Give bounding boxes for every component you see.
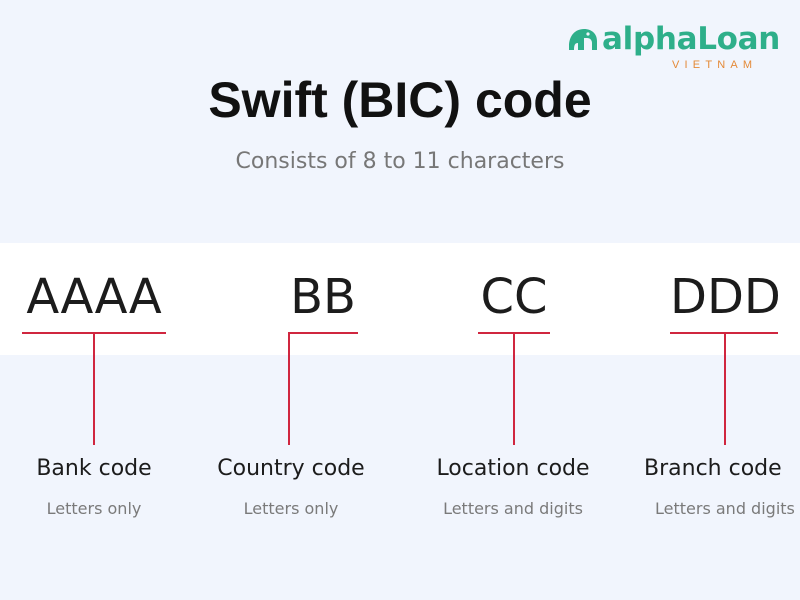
segment-label-country: Country code bbox=[217, 456, 365, 481]
segment-desc-country: Letters only bbox=[243, 499, 339, 518]
segment-desc-bank: Letters only bbox=[46, 499, 142, 518]
segment-desc-location: Letters and digits bbox=[443, 499, 583, 518]
segment-label-location: Location code bbox=[436, 456, 590, 481]
elephant-icon bbox=[569, 29, 597, 50]
segment-code-bank: AAAA bbox=[26, 269, 162, 325]
segment-underline-bank bbox=[22, 332, 166, 334]
segment-connector-country bbox=[288, 334, 290, 445]
segment-connector-branch bbox=[724, 334, 726, 445]
segment-desc-branch: Letters and digits bbox=[655, 499, 795, 518]
page-title: Swift (BIC) code bbox=[208, 72, 592, 128]
logo-region: VIETNAM bbox=[672, 59, 758, 71]
segment-underline-country bbox=[288, 332, 358, 334]
page-subtitle: Consists of 8 to 11 characters bbox=[235, 149, 565, 174]
segment-code-branch: DDD bbox=[670, 269, 781, 325]
segment-label-branch: Branch code bbox=[644, 456, 782, 481]
segment-connector-bank bbox=[93, 334, 95, 445]
segment-connector-location bbox=[513, 334, 515, 445]
segment-code-location: CC bbox=[480, 269, 548, 325]
segment-code-country: BB bbox=[290, 269, 356, 325]
segment-underline-location bbox=[478, 332, 550, 334]
segment-label-bank: Bank code bbox=[36, 456, 152, 481]
code-band bbox=[0, 243, 800, 355]
alphaloan-logo: alphaLoan VIETNAM bbox=[562, 20, 782, 76]
logo-wordmark: alphaLoan bbox=[602, 21, 781, 57]
segment-underline-branch bbox=[670, 332, 778, 334]
